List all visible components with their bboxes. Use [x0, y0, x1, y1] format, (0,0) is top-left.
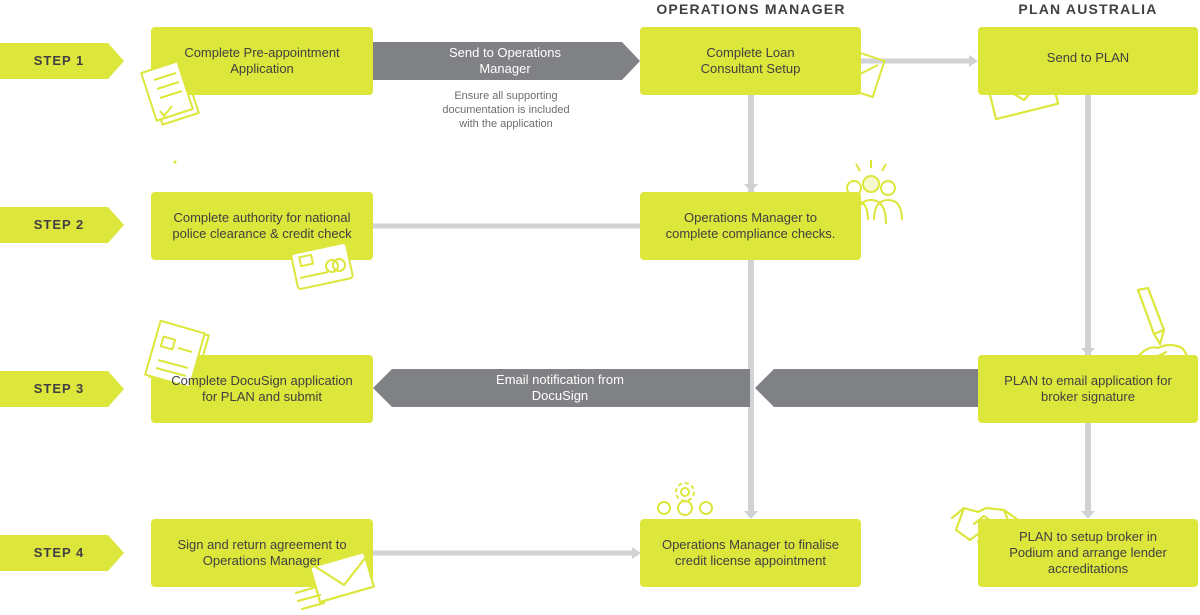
decorative-dot [173, 160, 177, 164]
box-setup-podium: PLAN to setup broker in Podium and arran… [978, 519, 1198, 587]
arrow-email-notification-left [373, 369, 750, 407]
envelope-send-icon [294, 553, 375, 611]
connector-ops-arrowhead-1 [744, 184, 758, 192]
email-icon [816, 43, 886, 99]
team-icon [839, 160, 903, 225]
connector-sign-to-finalise-arrowhead [632, 547, 641, 559]
box-pre-appointment: Complete Pre-appointment Application [151, 27, 373, 95]
arrow-email-notification-label: Email notification from DocuSign [496, 372, 624, 403]
arrow-email-notification-right [755, 369, 978, 407]
id-card-icon [290, 242, 354, 290]
step-label-3: STEP 3 [0, 371, 124, 407]
box-plan-email-application: PLAN to email application for broker sig… [978, 355, 1198, 423]
envelope-icon [984, 61, 1060, 121]
connector-setup-to-plan-arrowhead [969, 55, 978, 67]
header-plan-australia: PLAN AUSTRALIA [1018, 1, 1158, 17]
header-operations-manager: OPERATIONS MANAGER [656, 1, 846, 17]
hand-signing-icon [1128, 286, 1189, 384]
note-supporting-docs: Ensure all supporting documentation is i… [442, 90, 570, 130]
connector-plan-arrowhead-2 [1081, 511, 1095, 519]
document-icon [140, 60, 200, 126]
document-stack-icon [144, 319, 210, 391]
box-send-to-plan: Send to PLAN [978, 27, 1198, 95]
box-compliance-checks: Operations Manager to complete complianc… [640, 192, 861, 260]
connector-plan-arrowhead-1 [1081, 348, 1095, 356]
box-finalise-license: Operations Manager to finalise credit li… [640, 519, 861, 587]
arrow-send-to-ops [373, 42, 640, 80]
step-label-1: STEP 1 [0, 43, 124, 79]
handshake-icon [950, 506, 1020, 546]
connector-ops-arrowhead-2 [744, 511, 758, 519]
arrow-send-to-ops-label: Send to Operations Manager [448, 45, 562, 76]
step-label-4: STEP 4 [0, 535, 124, 571]
step-label-2: STEP 2 [0, 207, 124, 243]
team-gear-icon [651, 482, 719, 545]
